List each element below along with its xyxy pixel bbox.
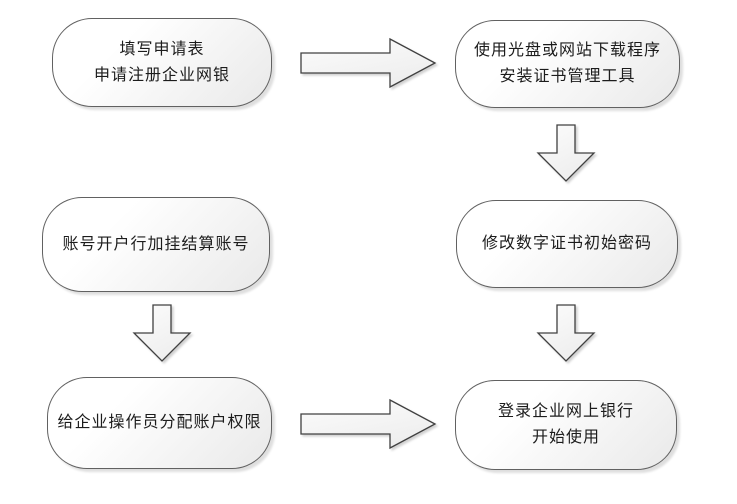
- block-arrow-right-icon: [300, 398, 437, 450]
- flow-node-login-start-use: 登录企业网上银行 开始使用: [455, 380, 677, 470]
- node-text-line: 账号开户行加挂结算账号: [62, 235, 250, 253]
- flow-node-apply-register: 填写申请表 申请注册企业网银: [52, 18, 272, 107]
- node-text-line: 使用光盘或网站下载程序: [473, 42, 661, 59]
- block-arrow-down-icon: [132, 304, 192, 362]
- block-arrow-down-icon: [536, 304, 596, 362]
- node-text-line: 登录企业网上银行: [497, 403, 634, 420]
- flow-node-change-cert-initial-password: 修改数字证书初始密码: [456, 200, 678, 288]
- flow-node-assign-operator-account-permissions: 给企业操作员分配账户权限: [47, 377, 272, 469]
- node-text-line: 填写申请表: [119, 40, 205, 58]
- node-text-line: 申请注册企业网银: [93, 66, 230, 84]
- block-arrow-down-icon: [536, 124, 596, 182]
- node-text-line: 给企业操作员分配账户权限: [57, 414, 262, 431]
- flow-node-download-install-cert-tool: 使用光盘或网站下载程序 安装证书管理工具: [455, 20, 680, 108]
- node-text-line: 修改数字证书初始密码: [481, 235, 652, 252]
- block-arrow-right-icon: [300, 37, 437, 89]
- node-text-line: 开始使用: [531, 429, 600, 446]
- node-text-line: 安装证书管理工具: [499, 68, 636, 85]
- flow-node-link-settlement-account: 账号开户行加挂结算账号: [42, 197, 270, 292]
